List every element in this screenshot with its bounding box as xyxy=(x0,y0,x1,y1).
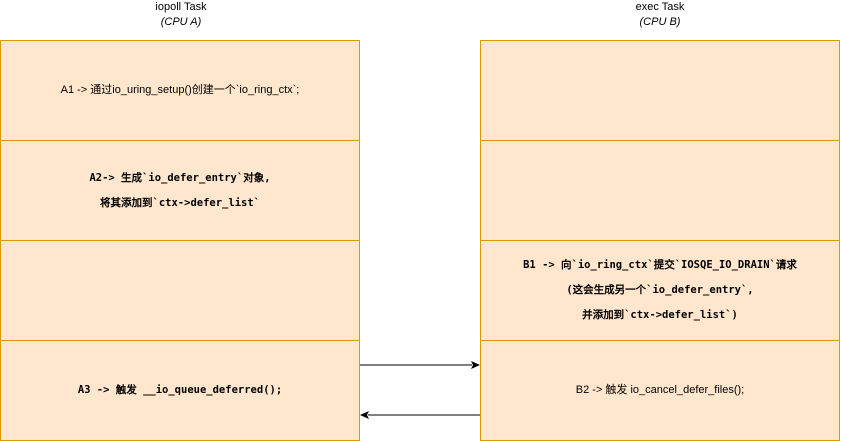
step-text: B1 -> 向`io_ring_ctx`提交`IOSQE_IO_DRAIN`请求 xyxy=(523,259,797,271)
column-title: exec Task xyxy=(635,1,685,13)
step-b1-box: B1 -> 向`io_ring_ctx`提交`IOSQE_IO_DRAIN`请求… xyxy=(480,240,840,341)
step-text: A2-> 生成`io_defer_entry`对象, xyxy=(89,171,271,184)
step-text: 将其添加到`ctx->defer_list` xyxy=(100,196,260,209)
step-text: B2 -> 触发 io_cancel_defer_files(); xyxy=(575,384,745,396)
column-header-iopoll: iopoll Task (CPU A) xyxy=(81,0,281,30)
iopoll-task-column: A1 -> 通过io_uring_setup()创建一个`io_ring_ctx… xyxy=(0,40,360,441)
empty-box xyxy=(0,240,360,341)
column-subtitle: (CPU B) xyxy=(639,16,681,28)
step-a3-box: A3 -> 触发 __io_queue_deferred(); xyxy=(0,340,360,441)
column-header-exec: exec Task (CPU B) xyxy=(560,0,760,30)
empty-box xyxy=(480,140,840,241)
step-a2-box: A2-> 生成`io_defer_entry`对象, 将其添加到`ctx->de… xyxy=(0,140,360,241)
arrow-head-left xyxy=(360,411,369,419)
step-text: (这会生成另一个`io_defer_entry`, xyxy=(566,284,754,296)
column-subtitle: (CPU A) xyxy=(160,16,202,28)
step-text: A3 -> 触发 __io_queue_deferred(); xyxy=(77,384,283,396)
step-text: A1 -> 通过io_uring_setup()创建一个`io_ring_ctx… xyxy=(60,84,300,96)
step-b2-box: B2 -> 触发 io_cancel_defer_files(); xyxy=(480,340,840,441)
step-a1-box: A1 -> 通过io_uring_setup()创建一个`io_ring_ctx… xyxy=(0,40,360,141)
arrow-head-right xyxy=(471,361,480,369)
step-text: 并添加到`ctx->defer_list`) xyxy=(582,309,738,321)
column-title: iopoll Task xyxy=(155,1,207,13)
exec-task-column: B1 -> 向`io_ring_ctx`提交`IOSQE_IO_DRAIN`请求… xyxy=(480,40,840,441)
empty-box xyxy=(480,40,840,141)
